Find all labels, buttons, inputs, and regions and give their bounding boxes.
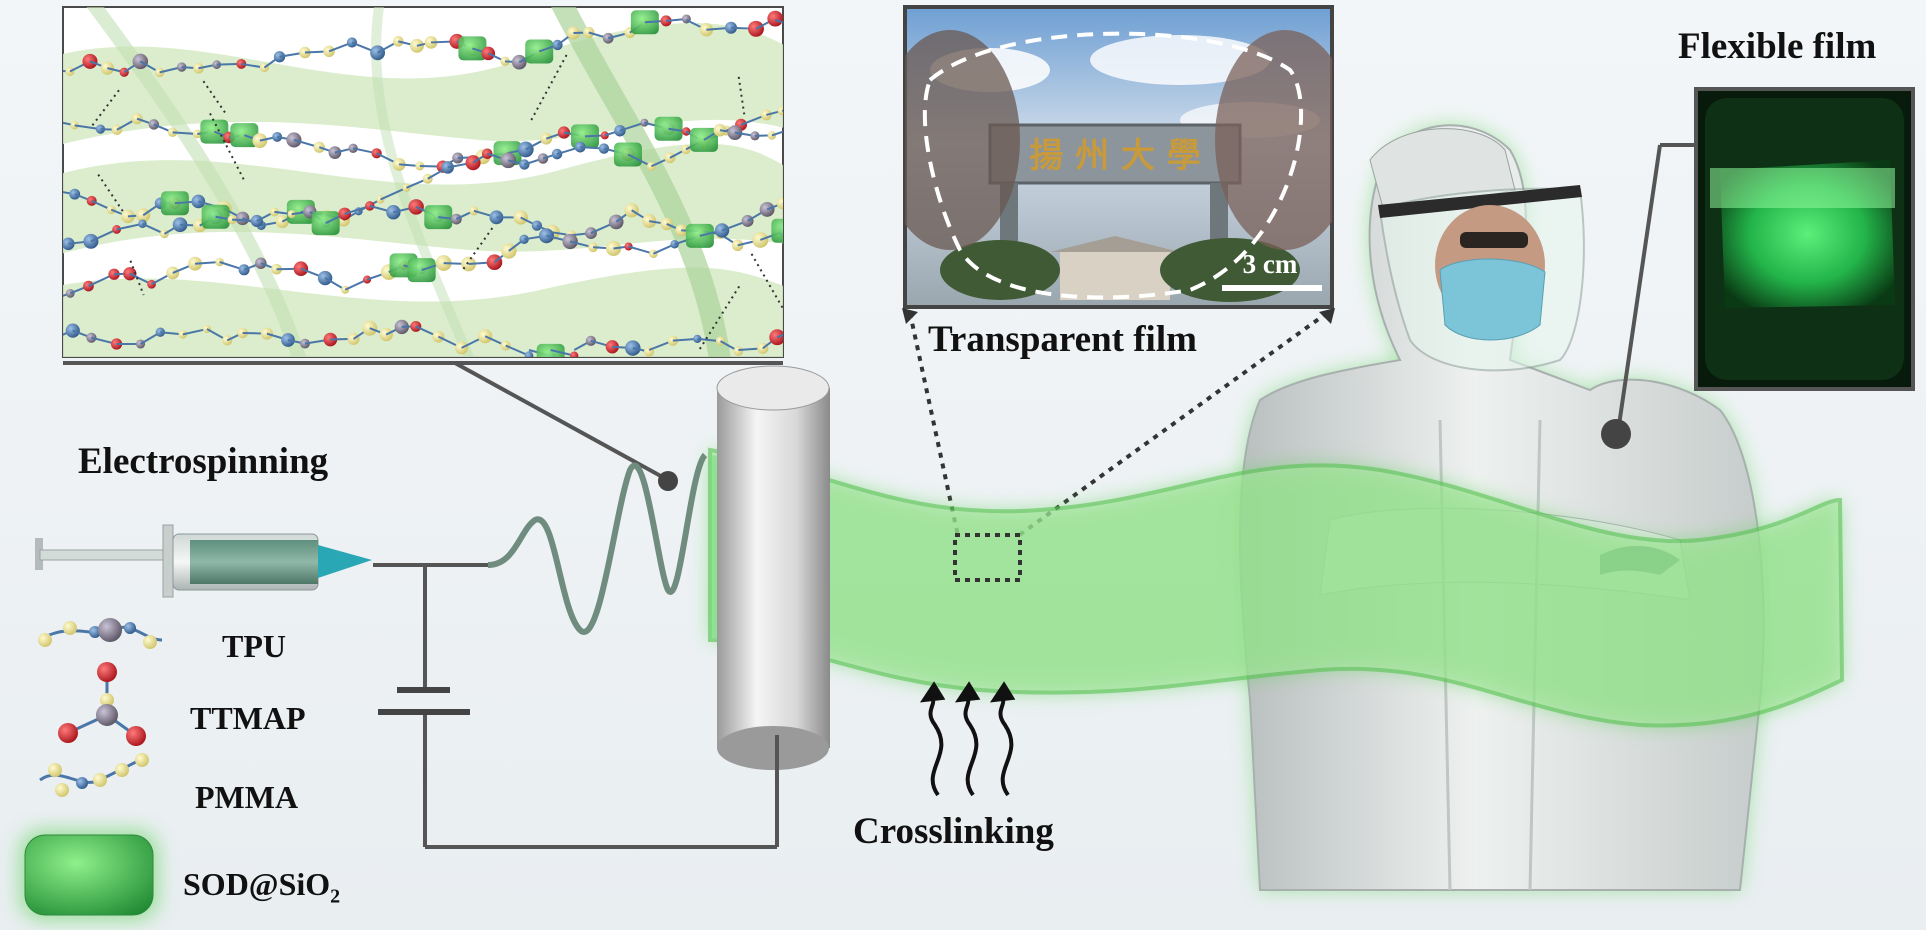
zoom-dotted-line-left <box>908 312 960 537</box>
legend-sod-sio2-subscript: 2 <box>330 885 341 908</box>
microstructure-inset <box>62 6 784 365</box>
zoom-leader-line <box>454 361 669 482</box>
gate-sign-text: 揚 州 大 學 <box>1029 136 1201 176</box>
fiber-bands <box>63 7 783 357</box>
transparent-film-label: Transparent film <box>928 319 1197 360</box>
crosslinking-label: Crosslinking <box>853 811 1054 852</box>
film-selection-box <box>953 533 1022 582</box>
heat-arrows-icon <box>919 681 1016 797</box>
spinning-jet <box>487 452 708 635</box>
hand-right <box>1215 30 1332 250</box>
legend-ttmap-icon <box>58 662 146 746</box>
legend-sod-sio2-main: SOD@SiO <box>183 866 331 902</box>
legend-ttmap-label: TTMAP <box>190 700 306 736</box>
hand-left <box>905 30 1020 250</box>
flexible-film-photo <box>1694 87 1915 391</box>
legend-tpu-icon <box>38 618 163 649</box>
legend-pmma-icon <box>39 753 149 797</box>
legend-tpu-label: TPU <box>222 628 286 664</box>
electrospinning-label: Electrospinning <box>78 441 329 482</box>
transparent-film-photo: 揚 州 大 學 3 cm <box>903 5 1334 309</box>
legend-pmma-label: PMMA <box>195 779 299 815</box>
flexible-film-label: Flexible film <box>1678 26 1877 67</box>
legend-sod-sio2-icon <box>20 830 158 920</box>
flexible-leader-line <box>1616 144 1662 433</box>
circuit-wires <box>373 563 779 849</box>
scale-bar-label: 3 cm <box>1243 249 1298 279</box>
legend-sod-sio2-label: SOD@SiO2 <box>183 866 340 908</box>
zoom-leader-dot <box>658 471 678 491</box>
drum-collector-icon <box>716 365 830 770</box>
capacitor-icon <box>378 687 470 715</box>
zoom-dotted-line-right <box>1016 311 1329 538</box>
flexible-leader-dot <box>1601 419 1631 449</box>
syringe-icon <box>35 524 372 598</box>
film-outline-dashed <box>922 31 1304 300</box>
